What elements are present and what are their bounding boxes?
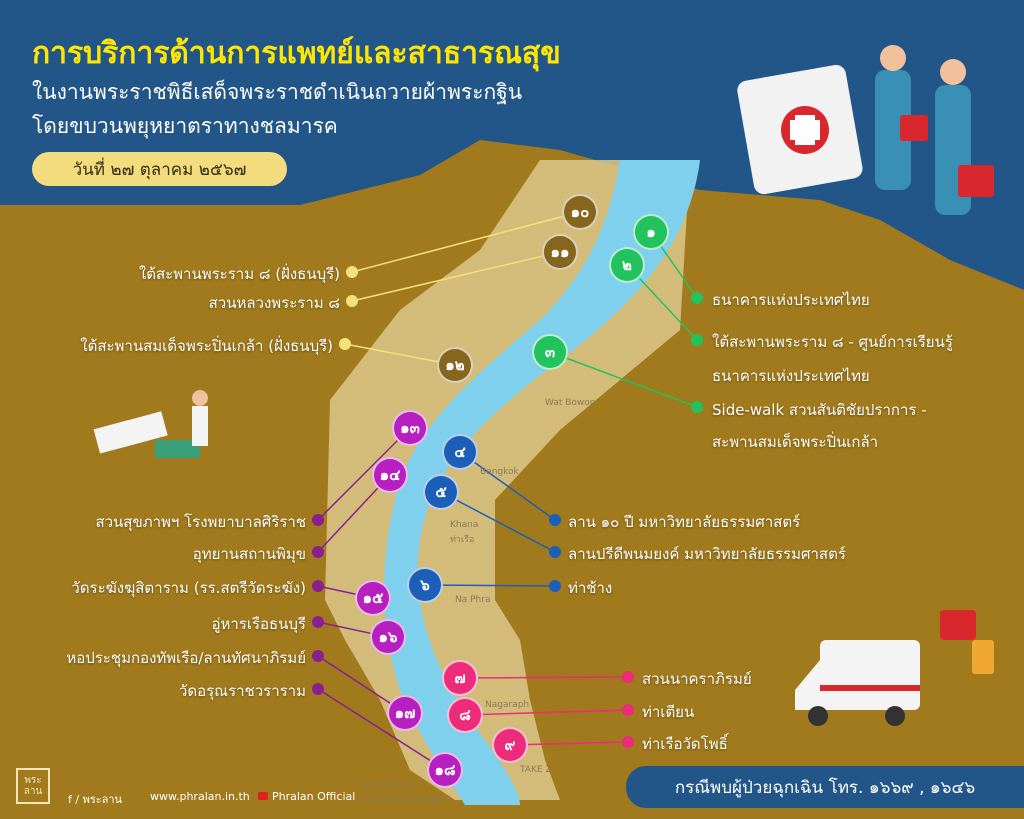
date-badge: วันที่ ๒๗ ตุลาคม ๒๕๖๗ — [32, 152, 287, 186]
location-label: ธนาคารแห่งประเทศไทย — [712, 291, 870, 309]
map-label: Wat Bowon — [545, 398, 596, 408]
map-label: Bangkok — [480, 467, 519, 477]
marker-17[interactable]: ๑๗ — [387, 695, 423, 731]
location-label: ลานปรีดีพนมยงค์ มหาวิทยาลัยธรรมศาสตร์ — [568, 545, 846, 563]
river — [384, 160, 700, 805]
phralan-logo: พระลาน — [16, 768, 50, 804]
subtitle-line-1: ในงานพระราชพิธีเสด็จพระราชดำเนินถวายผ้าพ… — [32, 80, 523, 104]
location-label: วัดระฆังฆุสิตาราม (รร.สตรีวัดระฆัง) — [71, 579, 306, 597]
youtube-link[interactable]: Phralan Official — [272, 790, 356, 803]
marker-18[interactable]: ๑๘ — [427, 752, 463, 788]
marker-6[interactable]: ๖ — [407, 567, 443, 603]
location-label: ใต้สะพานพระราม ๘ (ฝั่งธนบุรี) — [138, 265, 340, 283]
marker-1[interactable]: ๑ — [633, 214, 669, 250]
map-label: Khana — [450, 520, 479, 530]
map-label: TAKE Z — [520, 765, 552, 775]
marker-9[interactable]: ๙ — [492, 727, 528, 763]
marker-12[interactable]: ๑๒ — [437, 347, 473, 383]
location-label: ใต้สะพานสมเด็จพระปิ่นเกล้า (ฝั่งธนบุรี) — [80, 337, 333, 355]
marker-15[interactable]: ๑๕ — [355, 580, 391, 616]
location-label: ท่าช้าง — [568, 579, 613, 597]
marker-7[interactable]: ๗ — [442, 660, 478, 696]
page-title: การบริการด้านการแพทย์และสาธารณสุข — [32, 36, 561, 71]
medical-kit-illustration — [737, 45, 994, 215]
website-link[interactable]: www.phralan.in.th — [150, 790, 250, 803]
emergency-hotline: กรณีพบผู้ป่วยฉุกเฉิน โทร. ๑๖๖๙ , ๑๖๔๖ — [626, 766, 1024, 808]
location-label: ท่าเตียน — [642, 703, 695, 721]
location-label: อุทยานสถานพิมุข — [192, 545, 306, 563]
map-label: atchawaramahawi — [362, 795, 445, 805]
marker-3[interactable]: ๓ — [532, 334, 568, 370]
doctor-patient-illustration — [93, 390, 208, 458]
location-label: อู่หารเรือธนบุรี — [211, 615, 306, 633]
location-label: สวนสุขภาพฯ โรงพยาบาลศิริราช — [95, 513, 306, 531]
marker-14[interactable]: ๑๔ — [372, 457, 408, 493]
location-label: หอประชุมกองทัพเรือ/ลานทัศนาภิรมย์ — [66, 649, 306, 667]
map-label: ท่าเรือ — [450, 535, 475, 545]
marker-11[interactable]: ๑๑ — [542, 234, 578, 270]
marker-2[interactable]: ๒ — [609, 247, 645, 283]
location-label: สวนหลวงพระราม ๘ — [208, 294, 340, 312]
map-label: Na Phra — [455, 595, 491, 605]
marker-16[interactable]: ๑๖ — [370, 619, 406, 655]
location-label: วัดอรุณราชวราราม — [178, 682, 306, 700]
subtitle-line-2: โดยขบวนพยุหยาตราทางชลมารค — [32, 114, 338, 138]
marker-10[interactable]: ๑๐ — [562, 194, 598, 230]
location-label: ลาน ๑๐ ปี มหาวิทยาลัยธรรมศาสตร์ — [568, 513, 801, 531]
ambulance-illustration — [795, 610, 994, 726]
location-label: สวนนาคราภิรมย์ — [642, 670, 752, 688]
facebook-link[interactable]: f / พระลาน — [68, 793, 123, 806]
marker-5[interactable]: ๕ — [423, 474, 459, 510]
location-label: ท่าเรือวัดโพธิ์ — [642, 735, 728, 753]
map-label: at Arun Rat — [362, 780, 414, 790]
location-label: Side-walk สวนสันติชัยปราการ - — [712, 401, 927, 419]
location-label: ใต้สะพานพระราม ๘ - ศูนย์การเรียนรู้ — [712, 333, 953, 351]
location-label: ธนาคารแห่งประเทศไทย — [712, 367, 870, 385]
location-label: สะพานสมเด็จพระปิ่นเกล้า — [712, 433, 879, 451]
map-label: Nagaraph — [485, 700, 530, 710]
marker-8[interactable]: ๘ — [447, 697, 483, 733]
marker-4[interactable]: ๔ — [442, 434, 478, 470]
youtube-icon — [258, 792, 268, 800]
marker-13[interactable]: ๑๓ — [392, 410, 428, 446]
